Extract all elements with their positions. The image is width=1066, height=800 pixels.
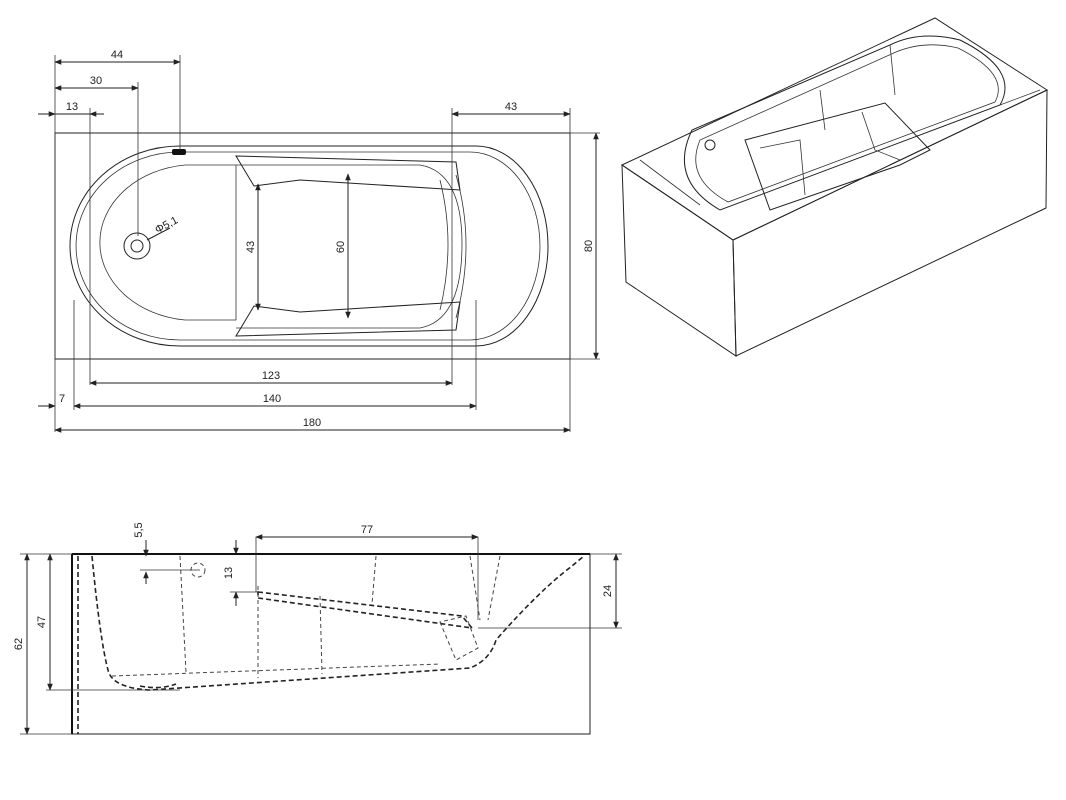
dim-43-top-label: 43: [505, 101, 517, 113]
iso-backrest: [744, 102, 931, 211]
tub-floor-outline-right: [236, 164, 463, 329]
tub-basin-inner-rim: [75, 151, 541, 341]
drain-inner-icon: [130, 239, 144, 253]
side-view: 5,5 77 13 24 47 62: [13, 522, 622, 735]
drain-outer: [123, 232, 151, 260]
iso-backrest-detail: [759, 139, 806, 196]
dim-13-label: 13: [66, 101, 78, 113]
top-view: Φ5,1 44 30 13 43 123 7 140 180 43 60: [38, 49, 600, 433]
dim-13-side-label: 13: [223, 567, 235, 579]
dim-60-label: 60: [335, 241, 347, 253]
backrest-hidden: [257, 591, 474, 630]
iso-backrest-detail-2: [861, 111, 901, 161]
backrest-curve: [439, 179, 449, 311]
tub-floor-outline: [99, 164, 237, 321]
iso-left-face: [621, 164, 737, 357]
side-outer-box: [71, 553, 591, 735]
tub-outer-rim: [54, 132, 571, 360]
iso-overflow-icon: [704, 139, 716, 151]
iso-rim-line-2: [999, 89, 1041, 106]
dim-5-5-label: 5,5: [133, 522, 145, 537]
dim-30-label: 30: [90, 75, 102, 87]
backrest-edge: [455, 174, 467, 319]
iso-inner-line: [819, 89, 826, 131]
tub-basin-outline: [69, 145, 549, 347]
iso-top-face: [620, 17, 1049, 241]
iso-front-face: [732, 89, 1048, 357]
iso-rim-line: [639, 159, 701, 206]
headrest-hidden: [439, 615, 479, 661]
dim-80-label: 80: [583, 240, 595, 252]
backrest-upper: [235, 155, 461, 191]
iso-basin-inner: [695, 44, 999, 203]
dim-62-label: 62: [13, 638, 25, 650]
dim-180-label: 180: [303, 417, 321, 429]
dim-44-label: 44: [111, 49, 123, 61]
isometric-view: [620, 17, 1049, 357]
dim-24-label: 24: [602, 585, 614, 597]
dim-123-label: 123: [262, 370, 280, 382]
drain-diameter-label: Φ5,1: [153, 214, 180, 236]
basin-hidden-outline: [91, 555, 585, 691]
iso-inner-line-2: [889, 44, 896, 96]
iso-basin-rim: [684, 35, 1006, 211]
rim-hidden: [469, 555, 501, 621]
overflow-marker: [172, 149, 186, 155]
drain-hidden: [139, 683, 177, 689]
dim-77-label: 77: [361, 524, 373, 536]
dim-140-label: 140: [263, 393, 281, 405]
dim-47-label: 47: [36, 616, 48, 628]
backrest-lower: [235, 301, 461, 337]
drain-leader: [146, 227, 171, 241]
basin-hidden-details: [111, 555, 441, 678]
dim-43-inner-label: 43: [245, 241, 257, 253]
dim-7-label: 7: [59, 393, 65, 405]
